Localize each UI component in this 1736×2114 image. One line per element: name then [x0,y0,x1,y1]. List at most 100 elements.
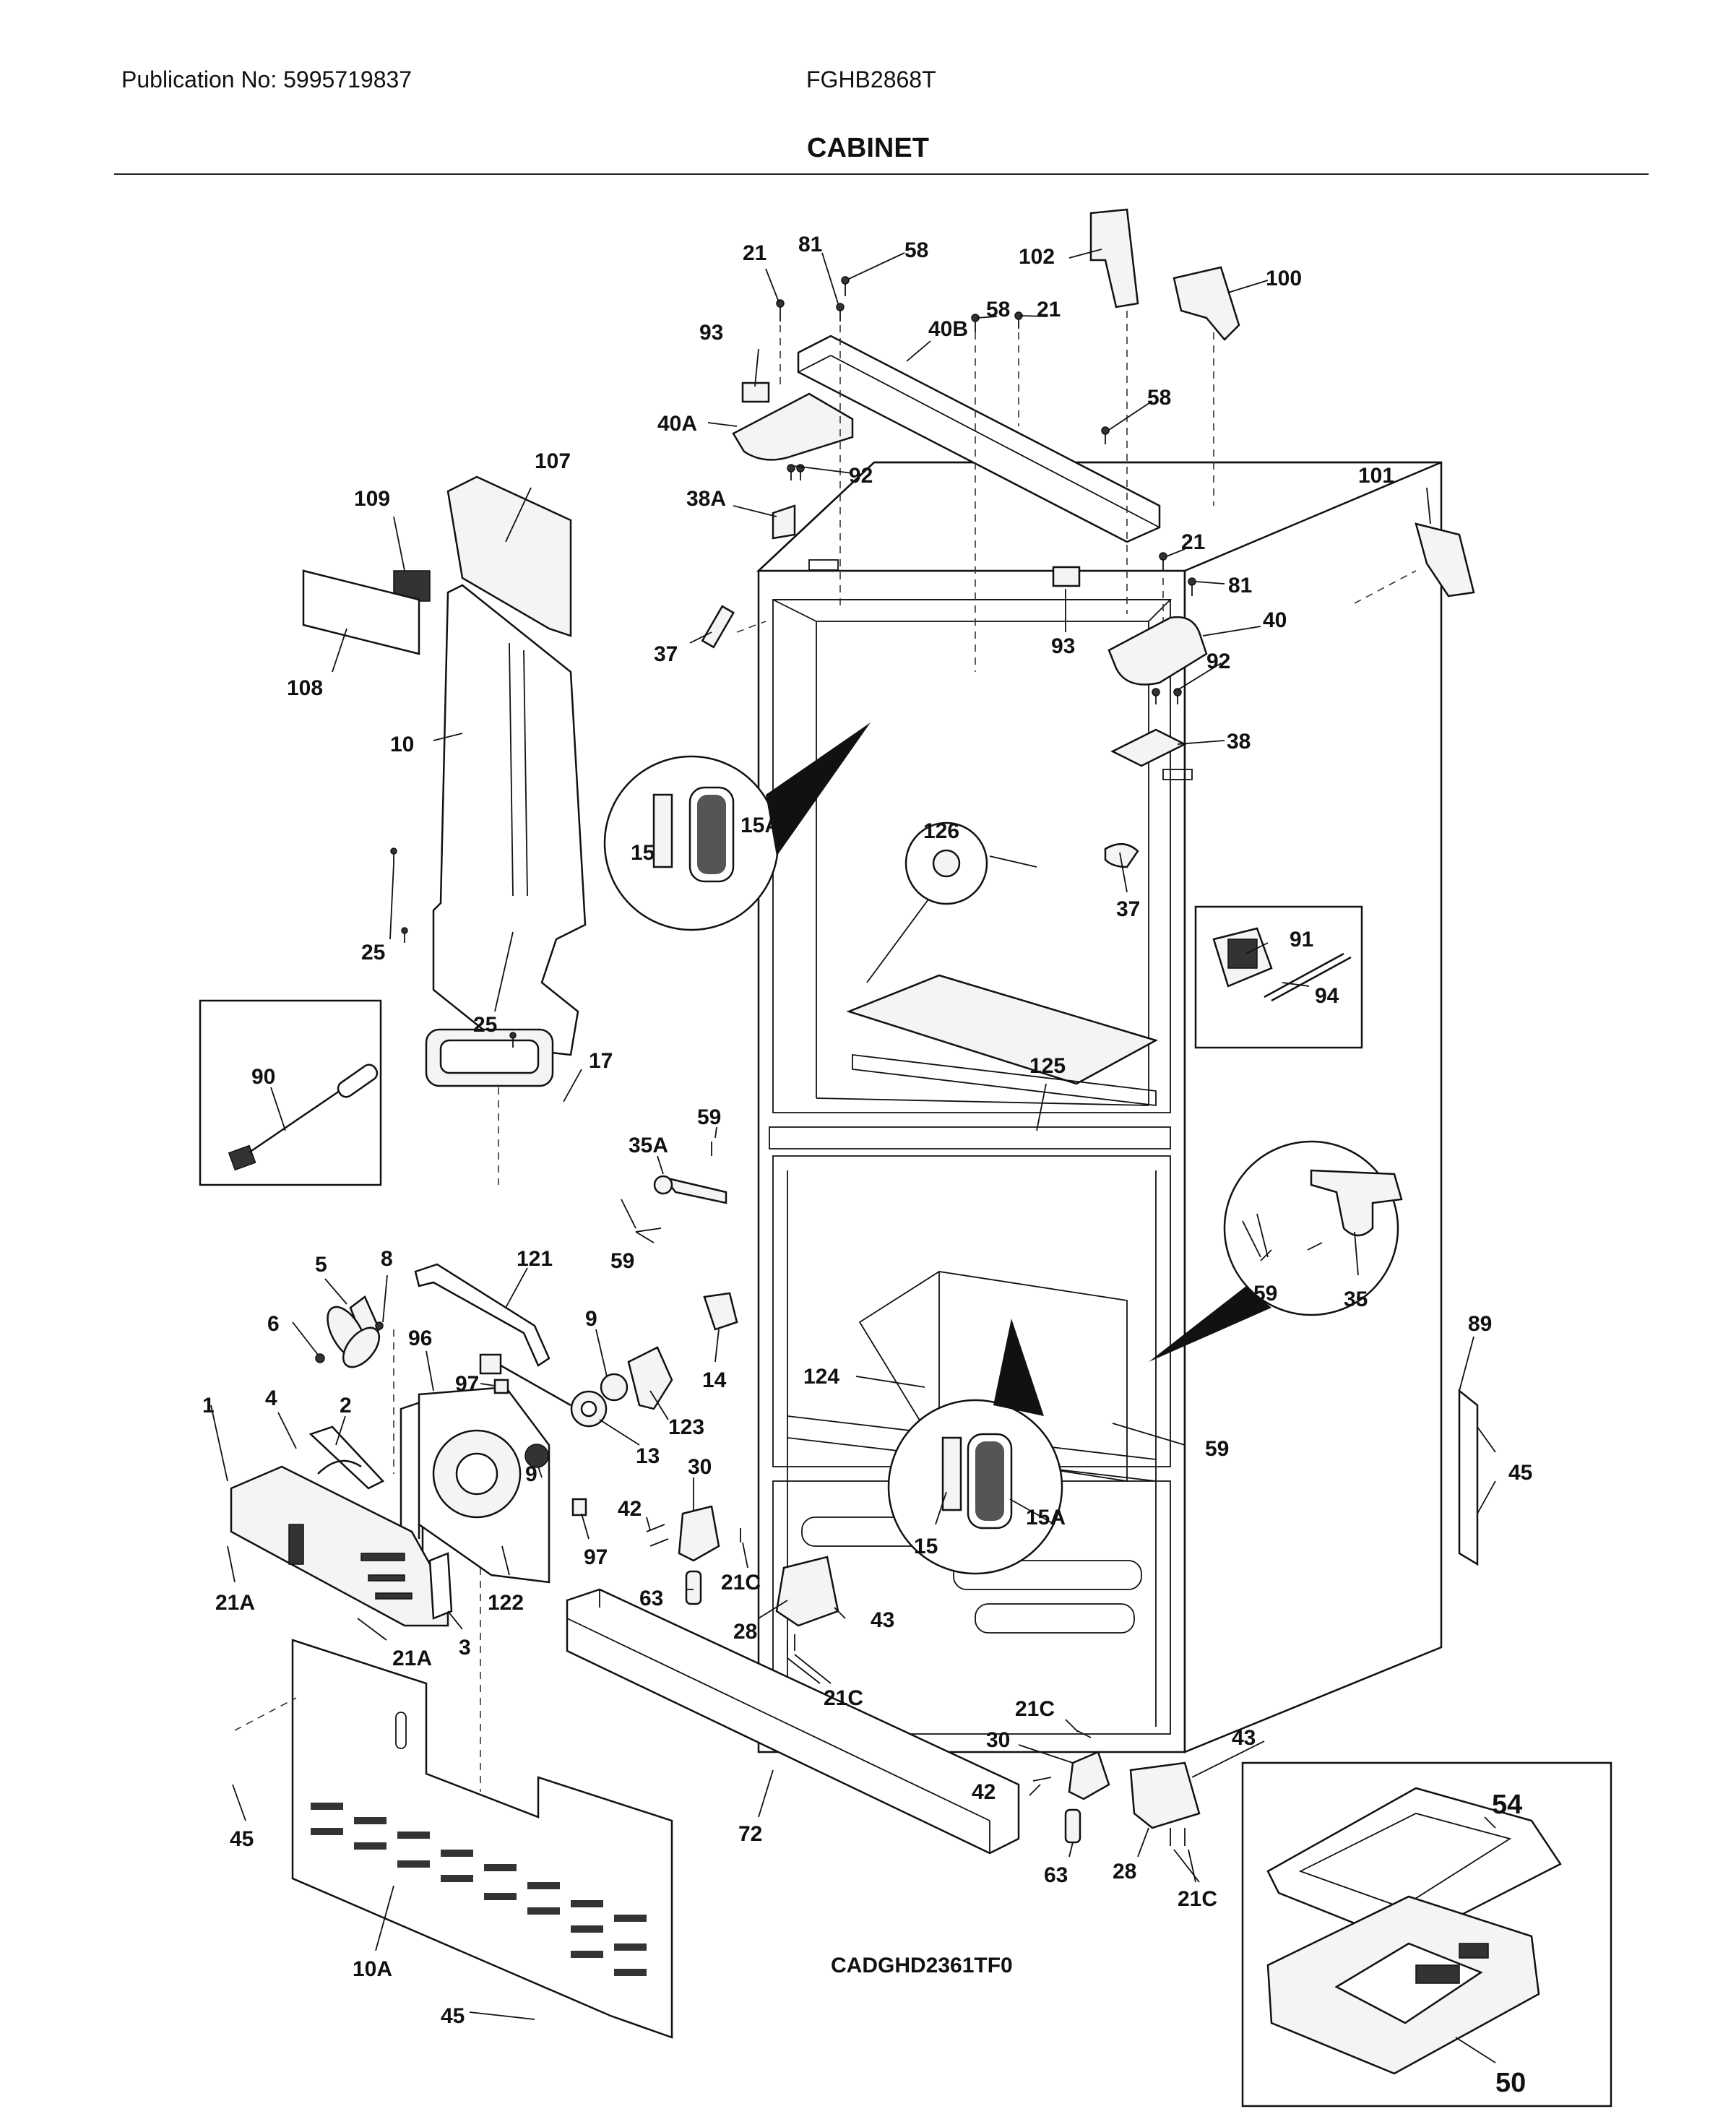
label-42: 42 [972,1780,996,1804]
assembly-lines-top [736,311,1417,672]
leader-lines [210,249,1496,2063]
label-121: 121 [517,1247,553,1271]
label-59: 59 [1205,1437,1229,1461]
label-40b: 40B [928,317,968,341]
label-59: 59 [697,1105,721,1129]
label-93: 93 [1051,634,1075,658]
filter-37a [701,605,735,649]
label-15: 15 [631,841,655,865]
label-54: 54 [1492,1790,1522,1820]
label-94: 94 [1315,984,1339,1008]
label-97: 97 [455,1372,479,1396]
label-10: 10 [390,733,414,756]
label-5: 5 [315,1253,327,1277]
detail-box-91-94 [1194,905,1363,1049]
bracket-101 [1415,522,1475,597]
label-97: 97 [584,1545,608,1569]
label-14: 14 [702,1368,727,1392]
label-101: 101 [1358,464,1394,488]
label-124: 124 [803,1365,839,1389]
model-number: FGHB2868T [806,66,936,92]
fan-motor-13 [479,1346,673,1517]
label-10a: 10A [353,1957,392,1981]
label-43: 43 [871,1608,894,1632]
label-8: 8 [381,1247,393,1271]
label-21a: 21A [215,1591,255,1615]
hinge-38a [772,504,796,540]
label-15a: 15A [740,814,780,837]
header-rule [114,173,1649,175]
detail-circle-lower [887,1319,1063,1575]
label-35a: 35A [629,1134,668,1157]
label-21a: 21A [392,1647,432,1670]
bracket-102 [1089,208,1139,309]
label-37: 37 [1116,897,1140,921]
hinge-cover-40 [1107,616,1208,686]
label-96: 96 [408,1326,432,1350]
label-63: 63 [1044,1863,1068,1887]
label-81: 81 [1228,574,1252,597]
label-125: 125 [1029,1054,1066,1078]
detail-circle-right [1149,1140,1403,1362]
label-45: 45 [230,1827,254,1851]
hinge-bottom-right [1032,1730,1201,1846]
cabinet-body [756,461,1443,1753]
label-3: 3 [459,1636,471,1660]
bracket-100 [1173,266,1240,341]
label-21c: 21C [721,1571,761,1595]
label-45: 45 [441,2004,465,2028]
air-duct-assembly [302,475,587,1185]
publication-number: Publication No: 5995719837 [121,66,413,92]
label-92: 92 [849,464,873,488]
label-81: 81 [798,233,822,256]
label-108: 108 [287,676,323,700]
label-21c: 21C [1015,1697,1055,1721]
label-2: 2 [340,1394,352,1418]
detail-box-90 [199,999,382,1186]
label-45: 45 [1508,1461,1532,1485]
block-93a [741,381,770,403]
drain-pan-condenser [230,1425,453,1627]
label-37: 37 [654,642,678,666]
label-38: 38 [1227,730,1251,754]
top-hinge-cover-40b [797,335,1161,543]
detail-box-54-50 [1241,1761,1612,2107]
label-28: 28 [733,1620,757,1644]
label-59: 59 [1253,1282,1277,1306]
label-72: 72 [738,1822,762,1846]
rear-panel-10a [234,1568,673,2039]
part-labels: 21 81 58 102 100 93 40B 58 21 58 40A 92 … [202,233,1532,2098]
label-15: 15 [914,1535,938,1558]
label-42: 42 [618,1497,642,1521]
label-63: 63 [639,1587,663,1610]
label-4: 4 [265,1386,277,1410]
side-plate-89 [1458,1389,1479,1566]
label-30: 30 [688,1455,712,1479]
label-1: 1 [202,1394,215,1418]
fan-motor-assembly [315,1295,394,1474]
detail-circle-upper [603,722,871,931]
shroud-96-122 [400,1386,550,1584]
label-25: 25 [473,1013,497,1037]
label-40: 40 [1263,608,1287,632]
label-13: 13 [636,1444,660,1468]
section-title: CABINET [807,133,929,163]
label-93: 93 [699,321,723,345]
bracket-35a [621,1142,727,1233]
label-15a: 15A [1026,1506,1066,1530]
screws-25 [390,847,517,1048]
hinge-cover-40a [732,392,854,461]
label-17: 17 [589,1049,613,1073]
label-126: 126 [923,819,959,843]
label-30: 30 [986,1728,1010,1752]
label-58: 58 [1147,386,1171,410]
label-107: 107 [535,449,571,473]
label-21: 21 [1037,298,1061,322]
label-90: 90 [251,1065,275,1089]
label-102: 102 [1019,245,1055,269]
label-50: 50 [1495,2068,1526,2098]
label-35: 35 [1344,1287,1368,1311]
label-59: 59 [610,1249,634,1273]
diagram-code: CADGHD2361TF0 [831,1954,1013,1977]
tube-121 [414,1263,550,1367]
